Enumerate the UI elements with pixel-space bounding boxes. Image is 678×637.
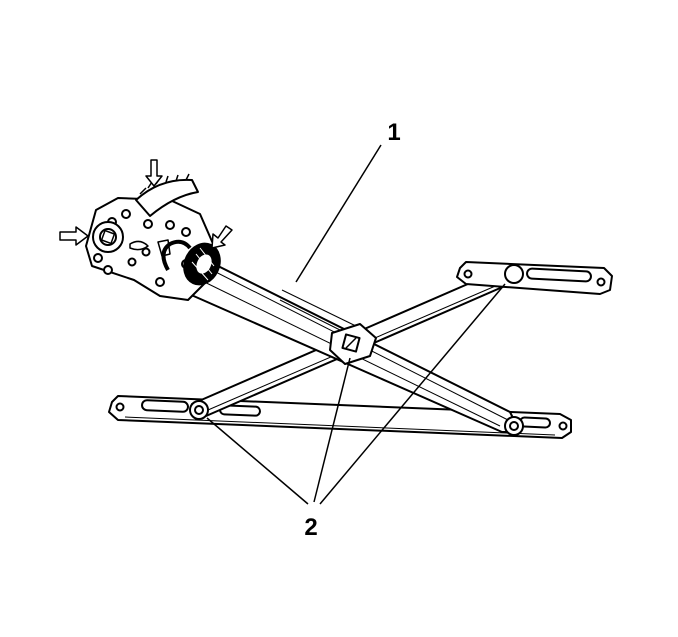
counterbalance-coil-spring: [183, 242, 221, 286]
center-pivot-plate: [329, 323, 377, 365]
pivot-rivets: [189, 264, 524, 436]
callout-label-2: 2: [304, 514, 317, 541]
leader-line-2b: [313, 357, 351, 503]
window-regulator-assembly: [85, 173, 613, 439]
upper-guide-channel: [456, 261, 613, 295]
callout-label-1: 1: [387, 119, 400, 146]
arrow-down-left-icon: [211, 225, 233, 249]
indicator-arrows: [59, 159, 233, 249]
counterbalance-spring-hook: [161, 239, 192, 271]
leader-lines: [206, 144, 506, 505]
leader-line-2c: [319, 283, 506, 505]
rivet-upper-right: [504, 264, 524, 284]
leader-line-1: [295, 144, 382, 283]
drive-gear-hub: [92, 221, 124, 253]
leader-line-2a: [206, 417, 309, 505]
arrow-right-icon: [59, 226, 89, 246]
arrow-down-icon: [145, 159, 163, 187]
